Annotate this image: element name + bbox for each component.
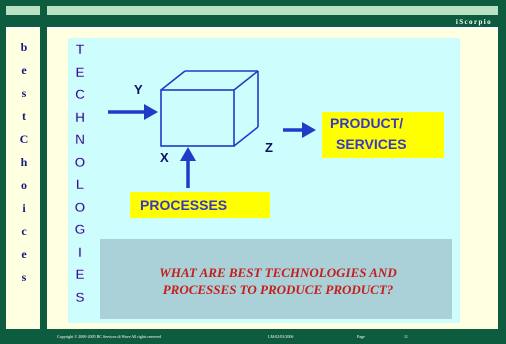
sidebar-letter: o [21,178,27,192]
processes-label: PROCESSES [140,197,228,213]
technologies-letter: L [75,176,85,193]
header-brand-band [0,15,506,27]
technologies-letter: E [75,63,85,80]
footer-page-number: 11 [404,334,408,339]
sidebar-letter: e [21,247,27,261]
sidebar-letter: b [20,40,28,54]
inner-rail [40,0,47,344]
product-label: PRODUCT/ [330,115,404,131]
services-label: SERVICES [336,136,407,152]
footer-copyright: Copyright © 2000-2005 BC Services di Wav… [57,334,162,339]
sidebar-letter: s [21,270,27,284]
left-rail [0,0,6,344]
brand-label: iScorpio [455,18,492,26]
y-input-arrow [108,104,158,120]
technologies-letter: H [74,108,86,125]
right-rail [498,0,506,344]
sidebar-letter: c [21,224,27,238]
sidebar-letter: e [21,63,27,77]
technologies-letter: S [75,288,85,305]
y-label: Y [134,82,143,97]
technologies-letter: O [74,153,86,170]
sidebar-letter: C [19,132,29,146]
footer-band [0,329,506,344]
sidebar-letter: h [20,155,28,169]
sidebar-letter: t [22,109,26,123]
technologies-letter: G [74,221,86,238]
footer-page-label: Page [357,334,365,339]
header-top-band [0,0,506,6]
technologies-letter: O [74,198,86,215]
x-label: X [160,150,169,165]
transform-cube [160,70,259,147]
question-text: WHAT ARE BEST TECHNOLOGIES AND PROCESSES… [108,264,448,298]
technologies-letter: C [74,86,86,103]
technologies-letter: E [75,266,85,283]
technologies-letter: N [74,131,86,148]
question-line-2: PROCESSES TO PRODUCE PRODUCT? [162,282,394,297]
technologies-letter: T [75,41,85,58]
sidebar-letter: s [21,86,27,100]
technologies-letter: I [78,243,82,260]
z-output-arrow [283,122,316,138]
product-services-box [322,112,444,158]
footer-last-modified: LM:02/03/2006 [268,334,294,339]
question-panel [100,239,452,319]
question-line-1: WHAT ARE BEST TECHNOLOGIES AND [159,265,397,280]
header-light-band [0,6,506,15]
sidebar-letter: i [22,201,26,215]
x-process-arrow [180,147,196,188]
z-label: Z [265,140,273,155]
processes-box [130,192,270,218]
